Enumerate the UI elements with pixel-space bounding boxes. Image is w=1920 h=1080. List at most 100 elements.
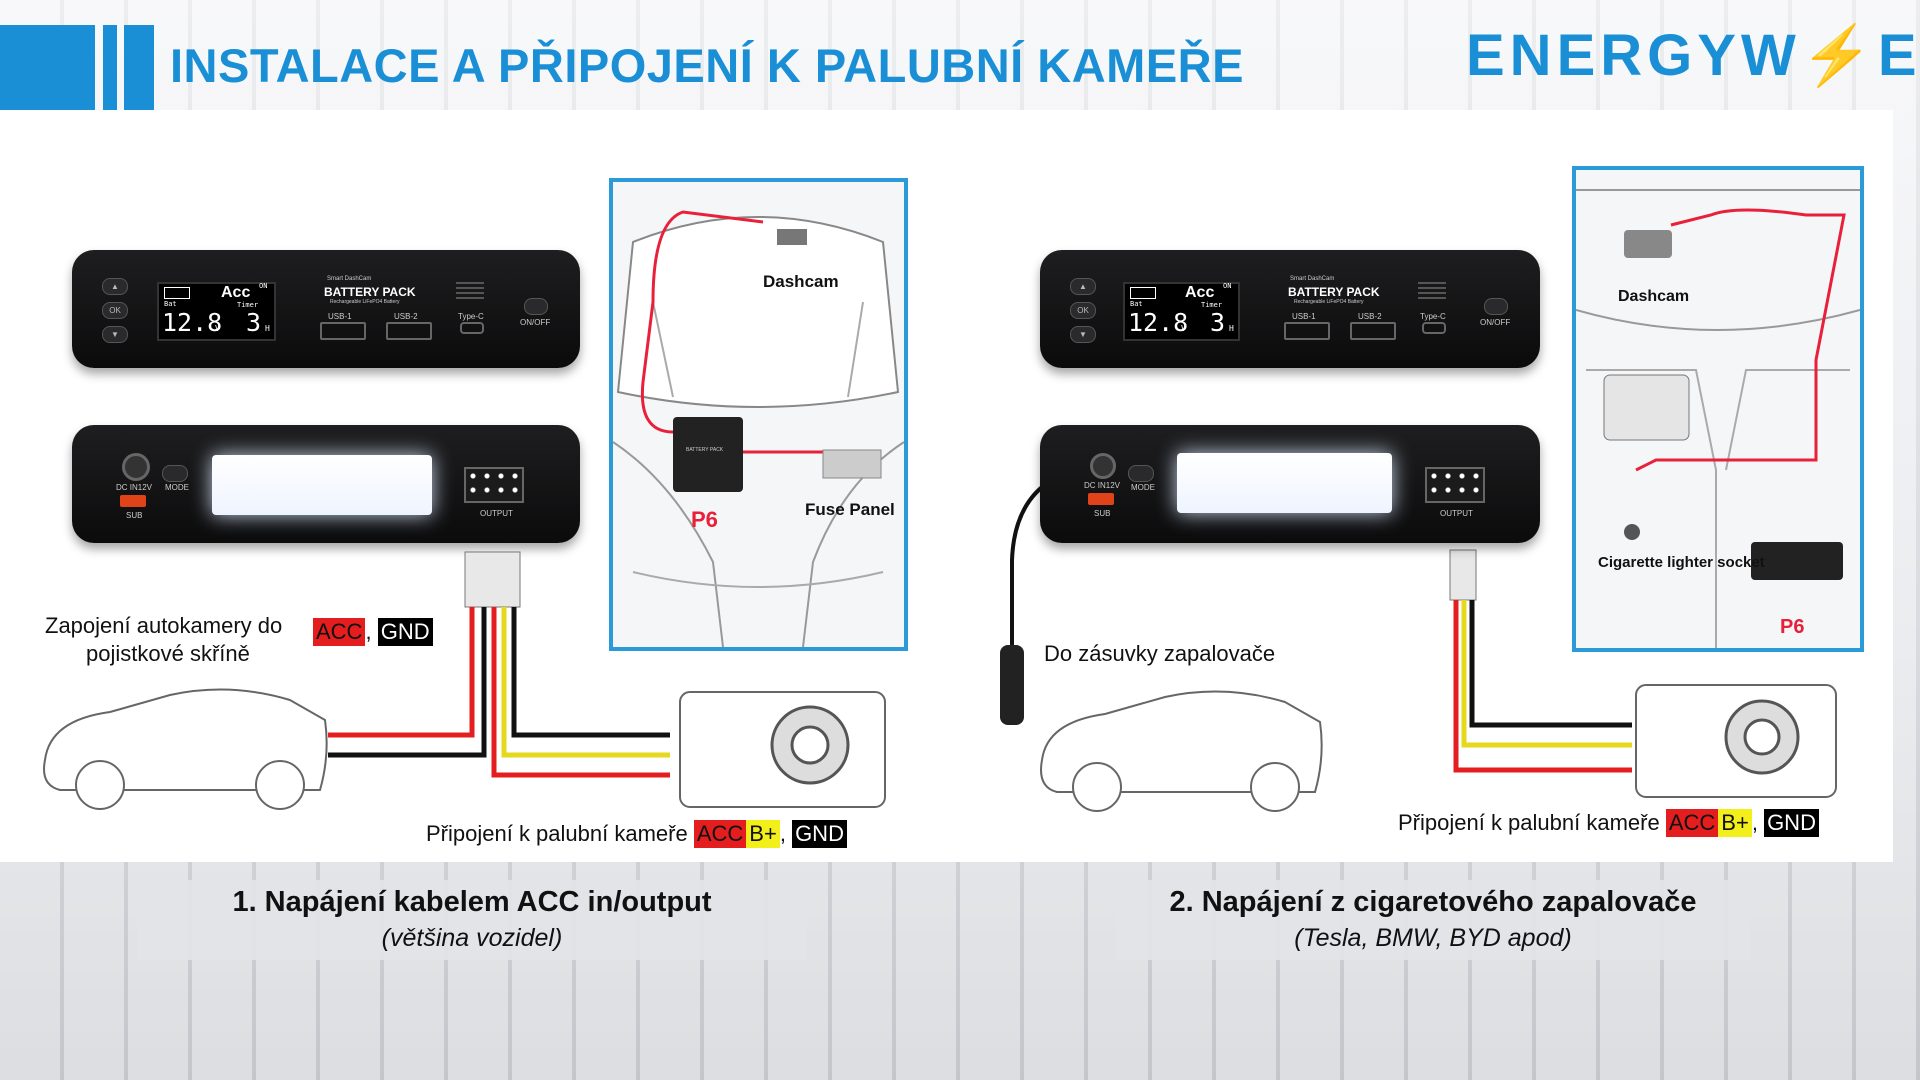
right-bplus-tag: B+ bbox=[1718, 809, 1752, 837]
caption-right: 2. Napájení z cigaretového zapalovače (T… bbox=[1116, 880, 1750, 960]
lcd-display: Acc ON Bat Timer 12.8 V 3 H bbox=[157, 282, 276, 341]
lcd-timer-right: Timer bbox=[1201, 301, 1223, 309]
mode-button-right bbox=[1128, 465, 1154, 482]
caption-left-sub: (většina vozidel) bbox=[381, 924, 563, 952]
inset-p6-label-right: P6 bbox=[1780, 616, 1805, 638]
usb1-port bbox=[320, 322, 366, 340]
car-interior-sketch bbox=[613, 210, 904, 647]
battery-icon bbox=[164, 287, 190, 299]
right-output-plug bbox=[1449, 549, 1477, 601]
gnd-tag: GND bbox=[377, 618, 433, 646]
page-title: INSTALACE A PŘIPOJENÍ K PALUBNÍ KAMEŘE bbox=[170, 39, 1244, 92]
right-car-sketch bbox=[1040, 690, 1323, 812]
lcd-display-right: Acc ON Bat Timer 12.8 V 3 H bbox=[1123, 282, 1240, 341]
sub-label: SUB bbox=[126, 511, 143, 520]
lcd-hours-right: 3 bbox=[1210, 308, 1226, 337]
lcd-hours: 3 bbox=[246, 308, 262, 337]
ok-button: OK bbox=[102, 302, 128, 319]
product-name: BATTERY PACK bbox=[324, 285, 416, 299]
power-button bbox=[524, 298, 548, 315]
inset-pack-text: BATTERY PACK bbox=[686, 447, 724, 453]
product-name-right: BATTERY PACK bbox=[1288, 285, 1380, 299]
lcd-acc: Acc bbox=[221, 284, 251, 301]
sub-connector-right bbox=[1088, 493, 1114, 505]
down-button-right: ▼ bbox=[1070, 326, 1096, 343]
dc-input-jack-right bbox=[1090, 453, 1116, 479]
down-button: ▼ bbox=[102, 326, 128, 343]
output-label-right: OUTPUT bbox=[1440, 509, 1473, 518]
caption-left-main: 1. Napájení kabelem ACC in/output bbox=[232, 886, 712, 918]
battery-pack-back-left: DC IN12V SUB MODE OUTPUT bbox=[72, 425, 580, 543]
inset-fuse-panel-label: Fuse Panel bbox=[805, 500, 895, 519]
sub-label-right: SUB bbox=[1094, 509, 1111, 518]
inset-dashcam-label: Dashcam bbox=[763, 272, 839, 291]
right-gnd-tag: GND bbox=[1764, 809, 1819, 837]
lcd-timer: Timer bbox=[237, 301, 259, 309]
logo-text-left: ENERGYW bbox=[1466, 23, 1801, 88]
brand-small: Smart DashCam bbox=[327, 276, 372, 282]
product-sub: Rechargeable LiFePO4 Battery bbox=[330, 299, 400, 305]
caption-right-sub: (Tesla, BMW, BYD apod) bbox=[1294, 924, 1572, 952]
lcd-hours-unit: H bbox=[265, 324, 270, 333]
lcd-bat: Bat bbox=[164, 300, 177, 308]
header-bar-stripe-2 bbox=[124, 25, 154, 110]
lcd-volt-unit: V bbox=[215, 324, 220, 333]
usb1-label-right: USB-1 bbox=[1292, 312, 1316, 321]
output-connector-right bbox=[1425, 467, 1485, 503]
wiring-tags: ACC, GND bbox=[313, 618, 433, 646]
vent-grille bbox=[456, 282, 484, 300]
battery-pack-back-right: DC IN12V SUB MODE OUTPUT bbox=[1040, 425, 1540, 543]
dc-in-label-right: DC IN12V bbox=[1084, 481, 1121, 490]
lcd-on-right: ON bbox=[1223, 282, 1232, 290]
left-dashcam-sketch bbox=[679, 691, 886, 808]
left-acc-tag: ACC bbox=[693, 820, 747, 848]
comma-1: , bbox=[365, 619, 372, 644]
power-button-right bbox=[1484, 298, 1508, 315]
caption-left: 1. Napájení kabelem ACC in/output (větši… bbox=[137, 880, 807, 960]
left-dashcam-text: Připojení k palubní kameře bbox=[426, 821, 688, 846]
left-car-sketch bbox=[43, 688, 328, 810]
right-dashcam-text: Připojení k palubní kameře bbox=[1398, 810, 1660, 835]
brand-small-right: Smart DashCam bbox=[1290, 276, 1335, 282]
cigarette-socket-inset: Dashcam Cigarette lighter socket P6 bbox=[1572, 166, 1864, 652]
dc-input-jack bbox=[122, 453, 150, 481]
lcd-bat-right: Bat bbox=[1130, 300, 1143, 308]
output-label: OUTPUT bbox=[480, 509, 513, 518]
battery-icon-right bbox=[1130, 287, 1156, 299]
inset-cig-label: Cigarette lighter socket bbox=[1598, 554, 1765, 571]
typec-label: Type-C bbox=[458, 312, 484, 321]
mode-button bbox=[162, 465, 188, 482]
left-bplus-tag: B+ bbox=[746, 820, 780, 848]
header-bar-block bbox=[0, 25, 95, 110]
dc-in-label: DC IN12V bbox=[116, 483, 153, 492]
mode-label-right: MODE bbox=[1131, 483, 1155, 492]
usb1-port-right bbox=[1284, 322, 1330, 340]
up-button: ▲ bbox=[102, 278, 128, 295]
lcd-on: ON bbox=[259, 282, 268, 290]
usb2-port bbox=[386, 322, 432, 340]
right-comma: , bbox=[1751, 810, 1758, 835]
lcd-volt-unit-right: V bbox=[1181, 324, 1186, 333]
light-panel bbox=[212, 455, 432, 515]
acc-tag: ACC bbox=[313, 618, 366, 646]
usb1-label: USB-1 bbox=[328, 312, 352, 321]
fuse-panel-inset: Dashcam BATTERY PACK Fuse Panel P6 bbox=[609, 178, 908, 651]
lcd-hours-unit-right: H bbox=[1229, 324, 1234, 333]
typec-label-right: Type-C bbox=[1420, 312, 1446, 321]
wiring-label-line2: pojistkové skříně bbox=[86, 641, 250, 666]
up-button-right: ▲ bbox=[1070, 278, 1096, 295]
mode-label: MODE bbox=[165, 483, 189, 492]
header-bar-stripe-1 bbox=[103, 25, 117, 110]
output-connector bbox=[464, 467, 524, 503]
inset-dashcam-label-right: Dashcam bbox=[1618, 288, 1690, 305]
onoff-label-right: ON/OFF bbox=[1480, 318, 1511, 327]
left-gnd-tag: GND bbox=[792, 820, 847, 848]
light-panel-right bbox=[1177, 453, 1392, 513]
socket-label: Do zásuvky zapalovače bbox=[1044, 641, 1276, 666]
lcd-voltage-right: 12.8 bbox=[1128, 308, 1189, 337]
wiring-label-line1: Zapojení autokamery do bbox=[45, 613, 283, 638]
onoff-label: ON/OFF bbox=[520, 318, 551, 327]
